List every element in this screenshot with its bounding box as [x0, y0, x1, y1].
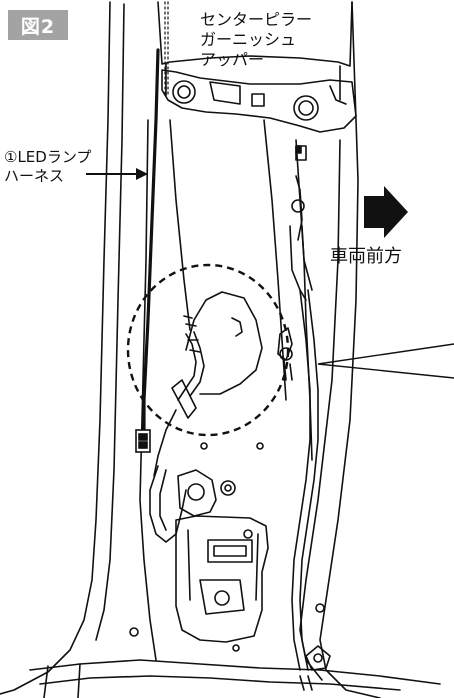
label-line: ①LEDランプ	[4, 148, 92, 166]
pillar-left-edge	[0, 1, 111, 695]
label-line: アッパー	[200, 50, 265, 69]
bottom-base	[29, 659, 441, 685]
label-led-lamp-harness: ①LEDランプ ハーネス	[4, 148, 91, 186]
label-line: ガーニッシュ	[200, 30, 297, 49]
led-harness-connector	[135, 429, 151, 453]
cavity-opening	[185, 291, 263, 395]
lower-bracket-slot	[207, 539, 253, 563]
top-bracket	[161, 69, 357, 133]
label-line: ハーネス	[4, 167, 65, 185]
harness-sleeve	[171, 379, 197, 419]
harness-right	[291, 289, 311, 671]
label-vehicle-front: 車両前方	[330, 246, 402, 267]
clip-right	[293, 95, 319, 121]
figure-badge: 図2	[8, 10, 68, 40]
pillar-right-edge	[319, 1, 381, 698]
led-harness-cable	[142, 1, 169, 434]
bottom-connector	[305, 645, 331, 671]
label-line: センターピラー	[200, 10, 313, 29]
lower-bracket	[175, 515, 269, 643]
harness-loop	[149, 465, 187, 543]
pillar-left-inner-edge	[95, 3, 125, 641]
right-arrow-icon	[364, 186, 408, 238]
harness-bundle	[177, 333, 197, 401]
part-leader	[317, 343, 454, 379]
highlight-circle	[126, 263, 290, 437]
latch-assembly	[177, 469, 217, 517]
label-center-pillar-garnish-upper: センターピラー ガーニッシュ アッパー	[200, 10, 312, 70]
clip-left	[172, 80, 196, 104]
